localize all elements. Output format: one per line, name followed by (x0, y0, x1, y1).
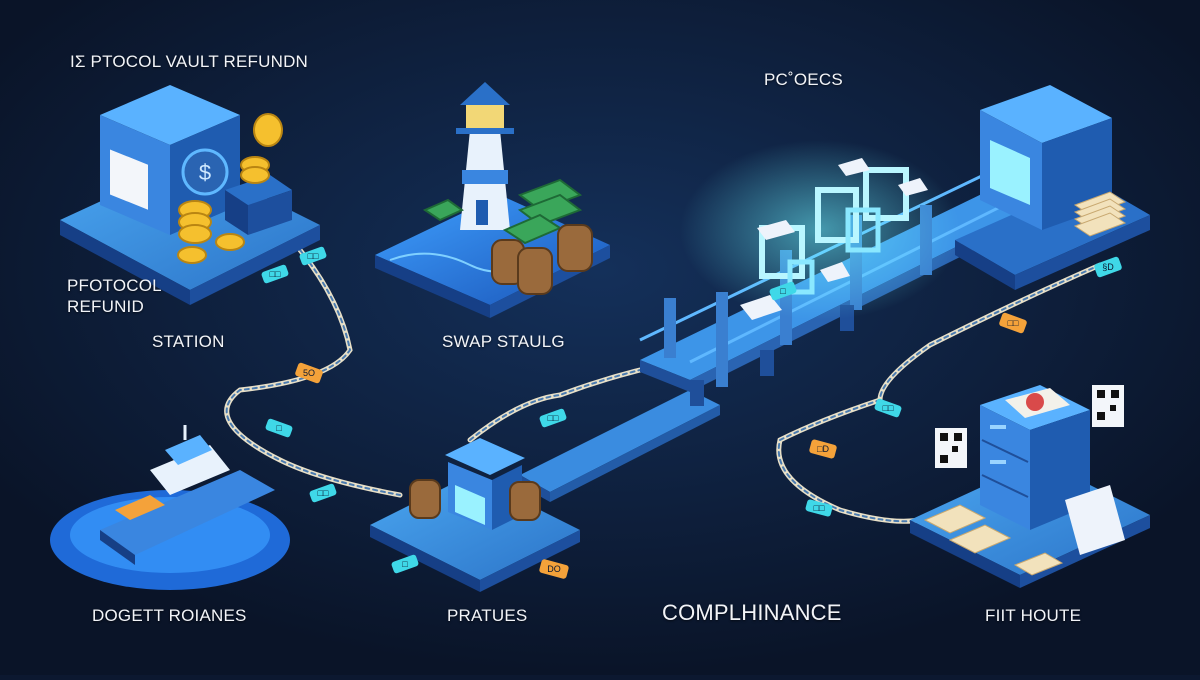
ship-label: DOGETT ROIANES (92, 606, 247, 625)
tag-text: □ (780, 286, 786, 296)
server-box-icon (955, 85, 1150, 290)
tag-text: □□ (1008, 318, 1019, 328)
tag: □□ (309, 483, 337, 503)
filing-cabinet-icon (910, 385, 1150, 588)
pratues-label: PRATUES (447, 606, 528, 625)
tag: □ (391, 554, 419, 574)
tag: §D (1094, 256, 1122, 278)
compliance-label: COMPLHINANCE (662, 600, 842, 625)
vault-subtitle-label: PFOTOCOL REFUNID (67, 276, 162, 316)
coin-icon (177, 113, 283, 264)
tag: □ (265, 418, 293, 438)
svg-text:$: $ (199, 160, 211, 185)
tag-text: □ (402, 559, 408, 569)
tag: □□ (261, 264, 289, 284)
swap-label: SWAP STAULG (442, 332, 565, 351)
tag: □□ (805, 499, 833, 517)
station-label: STATION (152, 332, 225, 351)
rope-paths (224, 247, 1103, 524)
vault-icon: $ (60, 85, 320, 305)
tag-text: □□ (308, 251, 319, 261)
tag: □□ (299, 246, 327, 266)
lighthouse-icon (456, 82, 514, 230)
tag-text: □D (817, 444, 829, 454)
tag: DO (539, 559, 569, 579)
process-label: PC˚OECS (764, 70, 843, 89)
tag: □ (769, 281, 797, 301)
tag-text: □□ (318, 488, 329, 498)
vault-title-label: IΣ PTOCOL VAULT REFUNDN (70, 52, 309, 71)
tag-text: 5O (303, 368, 315, 378)
document-icon (740, 158, 928, 320)
tag: □□ (999, 312, 1027, 334)
tag-text: □□ (548, 413, 559, 423)
tag: 5O (295, 362, 323, 384)
kiosk-icon (370, 438, 580, 592)
tag-text: □□ (814, 503, 825, 513)
tag-text: □□ (883, 403, 894, 413)
tag-text: □□ (270, 269, 281, 279)
tag: □□ (539, 408, 567, 428)
qr-code-icon (935, 385, 1124, 468)
barrel-icon (491, 224, 593, 295)
house-label: FIIT HOUTE (985, 606, 1082, 625)
tag: □D (809, 439, 837, 459)
tag-text: §D (1102, 262, 1114, 272)
tag-text: □ (276, 423, 282, 433)
cash-stack-icon (422, 178, 583, 245)
tag-text: DO (547, 564, 561, 574)
rope-tags: □□ □□ 5O □ □□ □ □□ DO §D □□ □□ □D □□ □ (261, 246, 1122, 579)
tag: □□ (874, 398, 902, 418)
ship-icon (50, 425, 290, 590)
